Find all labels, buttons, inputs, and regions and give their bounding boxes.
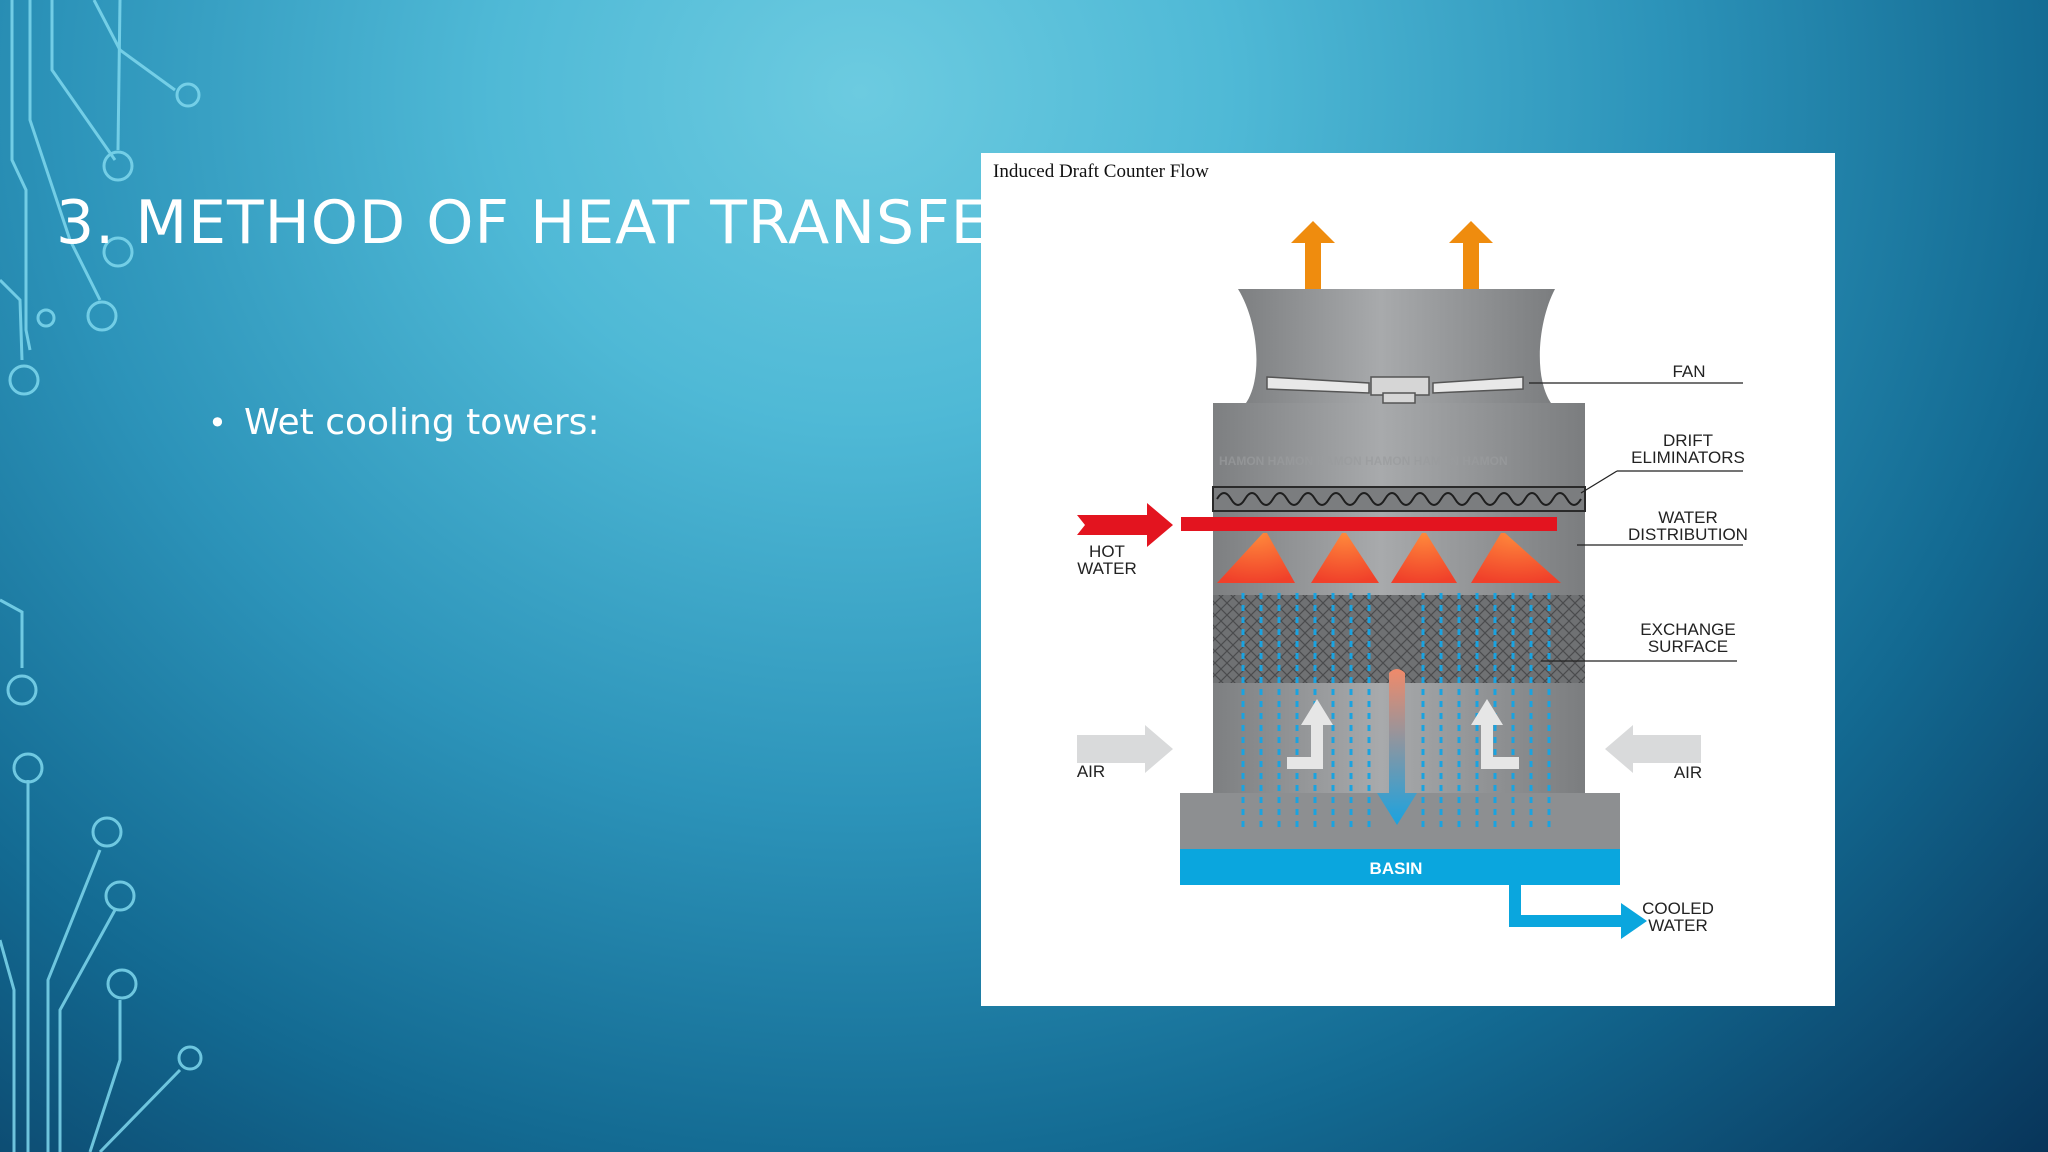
down-flow-arrow <box>1377 669 1417 825</box>
inner-air-arrows <box>1287 699 1519 769</box>
bullet-dot-icon: • <box>208 404 227 442</box>
hot-water-arrow <box>1077 503 1173 547</box>
drift-label-1: DRIFT <box>1663 431 1713 450</box>
figure-caption: Induced Draft Counter Flow <box>993 161 1209 182</box>
brand-band: HAMON HAMON HAMON HAMON HAMON HAMON <box>1219 454 1508 468</box>
air-right-label: AIR <box>1674 763 1702 782</box>
air-arrow-right <box>1605 725 1701 773</box>
circuit-decoration <box>0 0 203 1152</box>
outlet-valve <box>1507 856 1535 872</box>
air-left-label: AIR <box>1077 762 1105 781</box>
hot-water-pipe <box>1181 517 1557 531</box>
spray-nozzles <box>1217 533 1561 583</box>
bullet-text: Wet cooling towers: <box>244 402 600 443</box>
bullet-item: • Wet cooling towers: <box>208 402 600 443</box>
fan-stack <box>1238 289 1555 407</box>
water-dist-label-2: DISTRIBUTION <box>1628 525 1748 544</box>
drift-eliminators <box>1212 486 1586 512</box>
exchange-label-2: SURFACE <box>1648 637 1728 656</box>
leader-lines <box>1529 382 1743 662</box>
air-arrow-left <box>1077 725 1173 773</box>
fan-label: FAN <box>1672 362 1705 381</box>
cooled-water-label-2: WATER <box>1648 916 1708 935</box>
exchange-hatch <box>1213 595 1585 683</box>
basin-label: BASIN <box>1370 859 1423 878</box>
slide-title: 3. METHOD OF HEAT TRANSFER <box>56 188 1033 258</box>
hot-water-label-1: HOT <box>1089 542 1125 561</box>
water-droplets <box>1241 593 1551 829</box>
cooled-water-arrow <box>1509 869 1647 939</box>
drift-label-2: ELIMINATORS <box>1631 448 1745 467</box>
fan <box>1266 376 1524 404</box>
exhaust-arrows <box>1291 221 1493 318</box>
exchange-label-1: EXCHANGE <box>1640 620 1735 639</box>
cooling-tower-figure: Induced Draft Counter Flow <box>981 153 1835 1006</box>
cooling-tower-diagram: BASIN HAMON HAMON HAMON HAMON HAMON HAMO… <box>1077 221 1748 939</box>
basin <box>1180 849 1620 885</box>
water-dist-label-1: WATER <box>1658 508 1718 527</box>
hot-water-label-2: WATER <box>1077 559 1137 578</box>
cooled-water-label-1: COOLED <box>1642 899 1714 918</box>
svg-text:HAMON HAMON HAMON HAMON HA: HAMON HAMON HAMON HAMON HAMON HAMON <box>1219 454 1508 468</box>
